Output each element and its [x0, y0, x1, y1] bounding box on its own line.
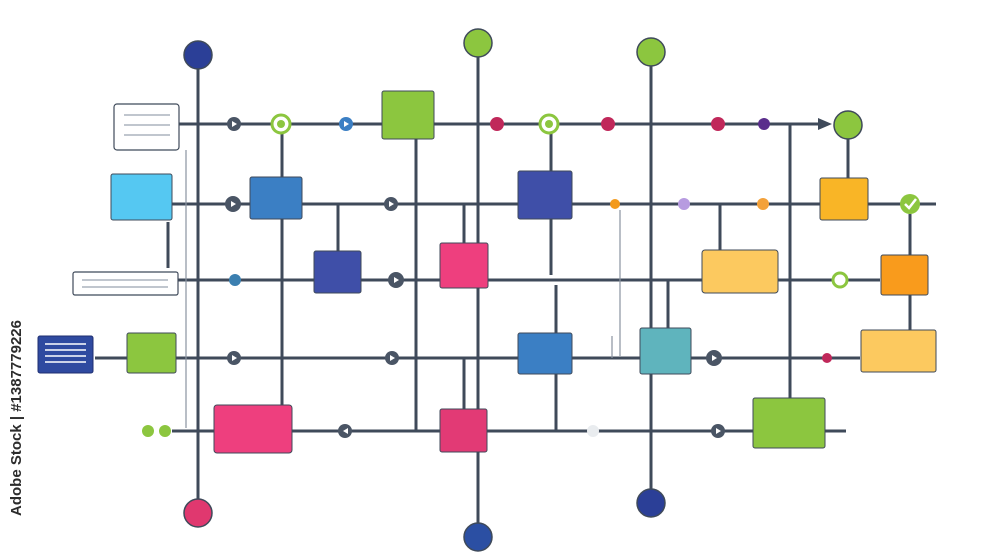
box-light-orange-1 [701, 249, 779, 294]
node-white-1 [587, 425, 599, 437]
bottom-circle-3 [636, 488, 666, 518]
node-green-badge [900, 194, 920, 214]
top-circle-3 [636, 37, 666, 67]
text-bar [72, 271, 179, 296]
node-orange-2 [757, 198, 769, 210]
chevron-right-icon [232, 121, 237, 127]
list-card [37, 335, 94, 374]
box-blue-2 [517, 332, 573, 375]
box-green-left [126, 332, 177, 374]
watermark-text: Adobe Stock | #1387779226 [8, 320, 25, 516]
top-circle-2 [463, 28, 493, 58]
node-magenta-2 [601, 117, 615, 131]
box-indigo-top [517, 170, 573, 220]
chevron-right-icon [232, 355, 237, 361]
box-indigo-mid [313, 250, 362, 294]
box-teal [639, 327, 692, 375]
box-light-orange-2 [860, 329, 937, 373]
form-cards [37, 103, 180, 374]
top-circle-4 [833, 110, 863, 140]
node-magenta-4 [822, 353, 832, 363]
box-pink-mid [439, 242, 489, 289]
node-lilac-1 [678, 198, 690, 210]
watermark: Adobe Stock | #1387779226 [6, 318, 26, 518]
chevron-right-icon [394, 277, 399, 283]
top-circle-1 [183, 40, 213, 70]
check-icon [904, 198, 917, 210]
chevron-right-icon [231, 201, 236, 207]
node-purple-1 [758, 118, 770, 130]
box-green-bottom [752, 397, 826, 449]
box-pink-bottom [439, 408, 488, 453]
box-green-top [381, 90, 435, 140]
chevron-right-icon [390, 355, 395, 361]
node-teal-1 [229, 274, 241, 286]
node-green-dot-2 [545, 120, 553, 128]
node-green-small-1 [142, 425, 154, 437]
chevron-right-icon [716, 428, 721, 434]
box-blue-1 [249, 176, 303, 220]
terminal-circles [183, 28, 863, 552]
thin-lines [185, 150, 621, 428]
connector-nodes [142, 113, 920, 438]
text-card [113, 103, 180, 151]
node-orange-1 [610, 199, 620, 209]
box-orange [880, 254, 929, 296]
box-gold [819, 177, 869, 221]
chevron-icons [231, 121, 721, 434]
horizontal-lines [95, 122, 936, 433]
arrow-head-icon [818, 118, 832, 130]
node-green-dot-1 [277, 120, 285, 128]
chevron-left-icon [343, 428, 348, 434]
boxes [110, 90, 937, 454]
box-sky [110, 173, 173, 221]
chevron-right-icon [712, 355, 717, 361]
bottom-circle-1 [183, 498, 213, 528]
chevron-right-icon [389, 201, 394, 207]
node-magenta-3 [711, 117, 725, 131]
node-magenta-1 [490, 117, 504, 131]
node-green-ring-3 [831, 271, 849, 289]
bottom-circle-2 [463, 522, 493, 552]
box-pink-large [213, 404, 293, 454]
chevron-right-icon [344, 121, 349, 127]
node-green-small-2 [159, 425, 171, 437]
